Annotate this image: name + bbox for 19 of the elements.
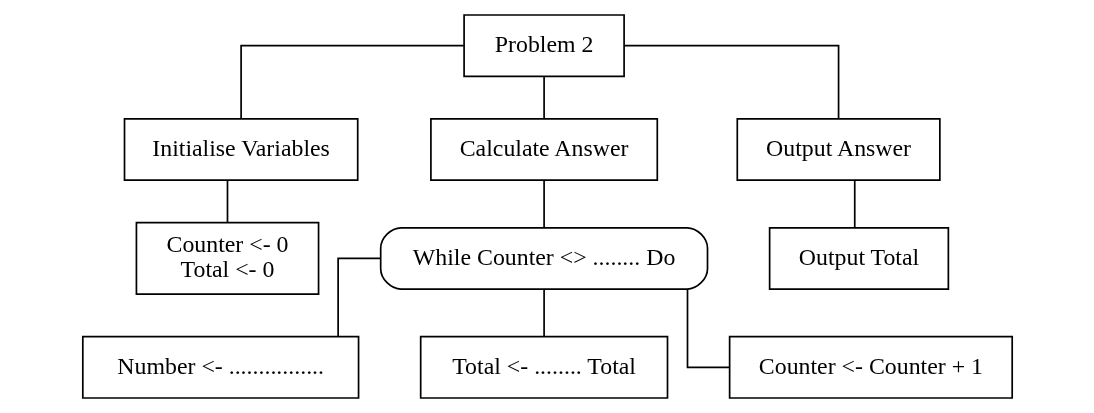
node-box: Total <- ........ Total — [419, 335, 668, 399]
node-box: Problem 2 — [462, 14, 625, 78]
node-box: Output Answer — [735, 118, 941, 181]
node-box: Counter <- Counter + 1 — [728, 335, 1013, 399]
connector — [336, 257, 381, 338]
connector — [226, 179, 228, 224]
connector — [623, 44, 839, 120]
connector — [853, 179, 856, 228]
node-box: Initialise Variables — [123, 118, 359, 181]
node-box: Calculate Answer — [429, 118, 658, 181]
connector — [239, 44, 465, 120]
connector — [686, 288, 730, 369]
connector — [542, 179, 545, 228]
connector — [542, 75, 545, 120]
node-box: Counter <- 0 Total <- 0 — [135, 221, 319, 295]
node-box: While Counter <> ........ Do — [379, 226, 708, 290]
node-box: Number <- ................ — [81, 335, 359, 399]
node-box: Output Total — [768, 226, 949, 290]
connector — [542, 288, 545, 337]
